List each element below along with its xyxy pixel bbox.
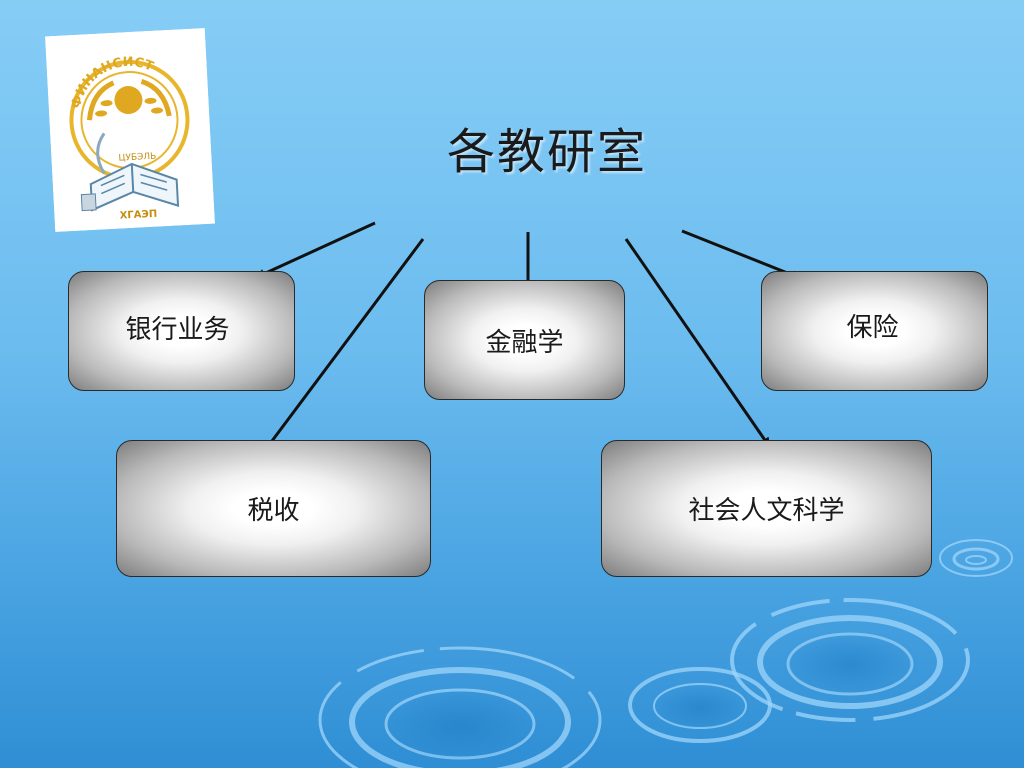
node-social-humanities: 社会人文科学 [601, 440, 932, 577]
arrow-to-social [624, 238, 771, 448]
arrow-to-banking [255, 221, 376, 279]
node-finance-label: 金融学 [485, 327, 564, 358]
finansist-logo: ФИНАНСИСТ ЦУБЭЛЬ ХГАЭП [44, 27, 216, 233]
node-banking: 银行业务 [68, 271, 295, 391]
node-taxation-label: 税收 [247, 496, 300, 526]
arrow-to-taxation [261, 238, 425, 455]
node-banking-label: 银行业务 [125, 314, 230, 345]
node-insurance-label: 保险 [846, 312, 899, 343]
logo-bottom-text: ХГАЭП [119, 209, 157, 222]
slide-title: 各教研室 [446, 124, 647, 180]
node-social-humanities-label: 社会人文科学 [688, 496, 845, 526]
node-taxation: 税收 [116, 440, 431, 577]
logo-middle-text: ЦУБЭЛЬ [118, 152, 156, 164]
node-insurance: 保险 [761, 271, 988, 391]
arrow-to-insurance [681, 229, 802, 280]
node-finance: 金融学 [424, 280, 625, 400]
